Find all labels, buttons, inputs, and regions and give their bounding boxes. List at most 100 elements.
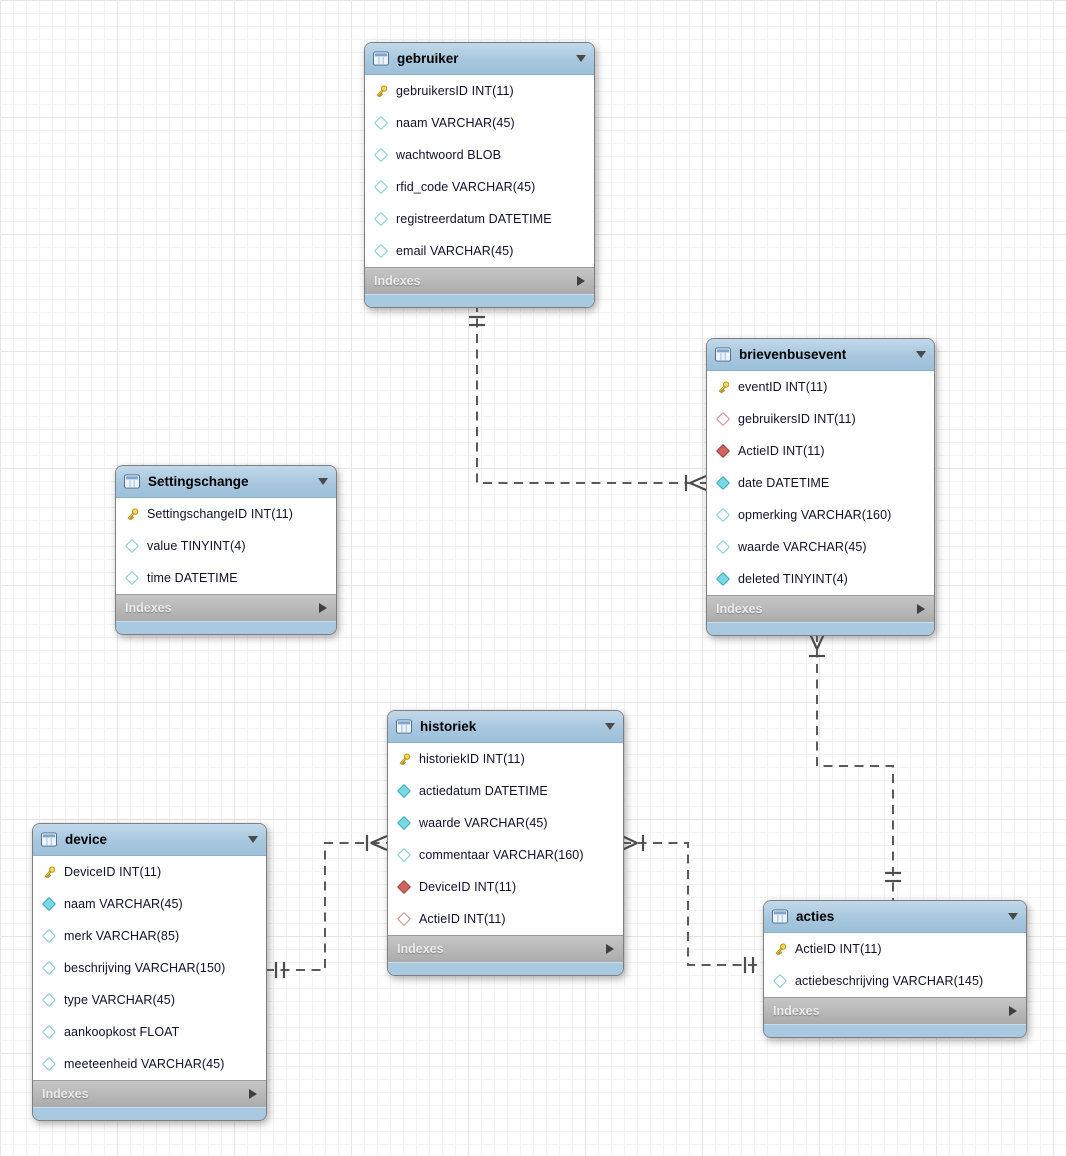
table-header-device[interactable]: device — [33, 824, 266, 856]
column-row[interactable]: deleted TINYINT(4) — [707, 563, 934, 595]
table-header-acties[interactable]: acties — [764, 901, 1026, 933]
column-row[interactable]: type VARCHAR(45) — [33, 984, 266, 1016]
column-row[interactable]: naam VARCHAR(45) — [365, 107, 594, 139]
column-row[interactable]: email VARCHAR(45) — [365, 235, 594, 267]
expand-triangle-icon[interactable] — [249, 1089, 257, 1099]
column-label: beschrijving VARCHAR(150) — [64, 961, 226, 975]
column-row[interactable]: ActieID INT(11) — [707, 435, 934, 467]
column-row[interactable]: eventID INT(11) — [707, 371, 934, 403]
column-row[interactable]: naam VARCHAR(45) — [33, 888, 266, 920]
indexes-footer[interactable]: Indexes — [116, 594, 336, 621]
column-row[interactable]: ActieID INT(11) — [764, 933, 1026, 965]
primary-key-icon — [715, 379, 731, 395]
diamond-cyan-outline-icon — [41, 928, 57, 944]
collapse-triangle-icon[interactable] — [248, 836, 258, 843]
column-row[interactable]: gebruikersID INT(11) — [707, 403, 934, 435]
cardinality-marker — [689, 481, 707, 492]
column-row[interactable]: rfid_code VARCHAR(45) — [365, 171, 594, 203]
column-row[interactable]: meeteenheid VARCHAR(45) — [33, 1048, 266, 1080]
column-row[interactable]: opmerking VARCHAR(160) — [707, 499, 934, 531]
cardinality-marker — [689, 474, 707, 485]
column-label: ActieID INT(11) — [738, 444, 825, 458]
expand-triangle-icon[interactable] — [606, 944, 614, 954]
column-row[interactable]: waarde VARCHAR(45) — [388, 807, 623, 839]
column-row[interactable]: DeviceID INT(11) — [33, 856, 266, 888]
table-title: acties — [796, 909, 835, 924]
relationship-line[interactable] — [816, 633, 894, 900]
column-row[interactable]: merk VARCHAR(85) — [33, 920, 266, 952]
table-title: historiek — [420, 719, 477, 734]
indexes-footer[interactable]: Indexes — [388, 935, 623, 962]
column-row[interactable]: date DATETIME — [707, 467, 934, 499]
table-gebruiker[interactable]: gebruiker gebruikersID INT(11) naam VARCHA… — [364, 42, 595, 308]
column-label: gebruikersID INT(11) — [396, 84, 514, 98]
collapse-triangle-icon[interactable] — [1008, 913, 1018, 920]
expand-triangle-icon[interactable] — [577, 276, 585, 286]
connection-acties-brievenbusevent[interactable] — [809, 633, 901, 900]
column-row[interactable]: beschrijving VARCHAR(150) — [33, 952, 266, 984]
table-title: Settingschange — [148, 474, 249, 489]
diamond-cyan-filled-icon — [396, 783, 412, 799]
table-bottom-bar — [388, 962, 623, 975]
table-bottom-bar — [116, 621, 336, 634]
column-label: deleted TINYINT(4) — [738, 572, 848, 586]
column-row[interactable]: commentaar VARCHAR(160) — [388, 839, 623, 871]
relationship-line[interactable] — [476, 303, 706, 484]
column-row[interactable]: actiedatum DATETIME — [388, 775, 623, 807]
collapse-triangle-icon[interactable] — [916, 351, 926, 358]
expand-triangle-icon[interactable] — [319, 603, 327, 613]
relationship-line[interactable] — [265, 842, 387, 971]
column-row[interactable]: SettingschangeID INT(11) — [116, 498, 336, 530]
column-row[interactable]: gebruikersID INT(11) — [365, 75, 594, 107]
column-label: waarde VARCHAR(45) — [738, 540, 867, 554]
collapse-triangle-icon[interactable] — [576, 55, 586, 62]
column-label: ActieID INT(11) — [419, 912, 506, 926]
table-bottom-bar — [33, 1107, 266, 1120]
column-label: DeviceID INT(11) — [64, 865, 162, 879]
column-row[interactable]: wachtwoord BLOB — [365, 139, 594, 171]
column-row[interactable]: waarde VARCHAR(45) — [707, 531, 934, 563]
connection-acties-historiek[interactable] — [621, 835, 763, 973]
column-row[interactable]: aankoopkost FLOAT — [33, 1016, 266, 1048]
column-row[interactable]: time DATETIME — [116, 562, 336, 594]
diamond-cyan-outline-icon — [41, 960, 57, 976]
table-header-historiek[interactable]: historiek — [388, 711, 623, 743]
primary-key-icon — [772, 941, 788, 957]
collapse-triangle-icon[interactable] — [605, 723, 615, 730]
column-row[interactable]: actiebeschrijving VARCHAR(145) — [764, 965, 1026, 997]
indexes-footer[interactable]: Indexes — [707, 595, 934, 622]
diamond-cyan-outline-icon — [715, 539, 731, 555]
connection-device-historiek[interactable] — [265, 834, 388, 978]
table-header-brievenbusevent[interactable]: brievenbusevent — [707, 339, 934, 371]
diamond-cyan-filled-icon — [41, 896, 57, 912]
diamond-cyan-filled-icon — [715, 475, 731, 491]
table-header-gebruiker[interactable]: gebruiker — [365, 43, 594, 75]
column-row[interactable]: historiekID INT(11) — [388, 743, 623, 775]
indexes-label: Indexes — [374, 274, 421, 288]
column-row[interactable]: registreerdatum DATETIME — [365, 203, 594, 235]
cardinality-marker — [621, 842, 638, 851]
relationship-line[interactable] — [622, 842, 763, 966]
expand-triangle-icon[interactable] — [1009, 1006, 1017, 1016]
indexes-footer[interactable]: Indexes — [33, 1080, 266, 1107]
connection-gebruiker-brievenbusevent[interactable] — [469, 303, 707, 492]
column-row[interactable]: ActieID INT(11) — [388, 903, 623, 935]
table-title: device — [65, 832, 108, 847]
cardinality-marker — [621, 835, 638, 844]
indexes-footer[interactable]: Indexes — [365, 267, 594, 294]
column-label: type VARCHAR(45) — [64, 993, 176, 1007]
column-row[interactable]: DeviceID INT(11) — [388, 871, 623, 903]
expand-triangle-icon[interactable] — [917, 604, 925, 614]
column-row[interactable]: value TINYINT(4) — [116, 530, 336, 562]
table-header-Settingschange[interactable]: Settingschange — [116, 466, 336, 498]
diamond-red-outline-icon — [396, 911, 412, 927]
table-bottom-bar — [764, 1024, 1026, 1037]
indexes-footer[interactable]: Indexes — [764, 997, 1026, 1024]
table-historiek[interactable]: historiek historiekID INT(11)actiedatum D… — [387, 710, 624, 976]
collapse-triangle-icon[interactable] — [318, 478, 328, 485]
